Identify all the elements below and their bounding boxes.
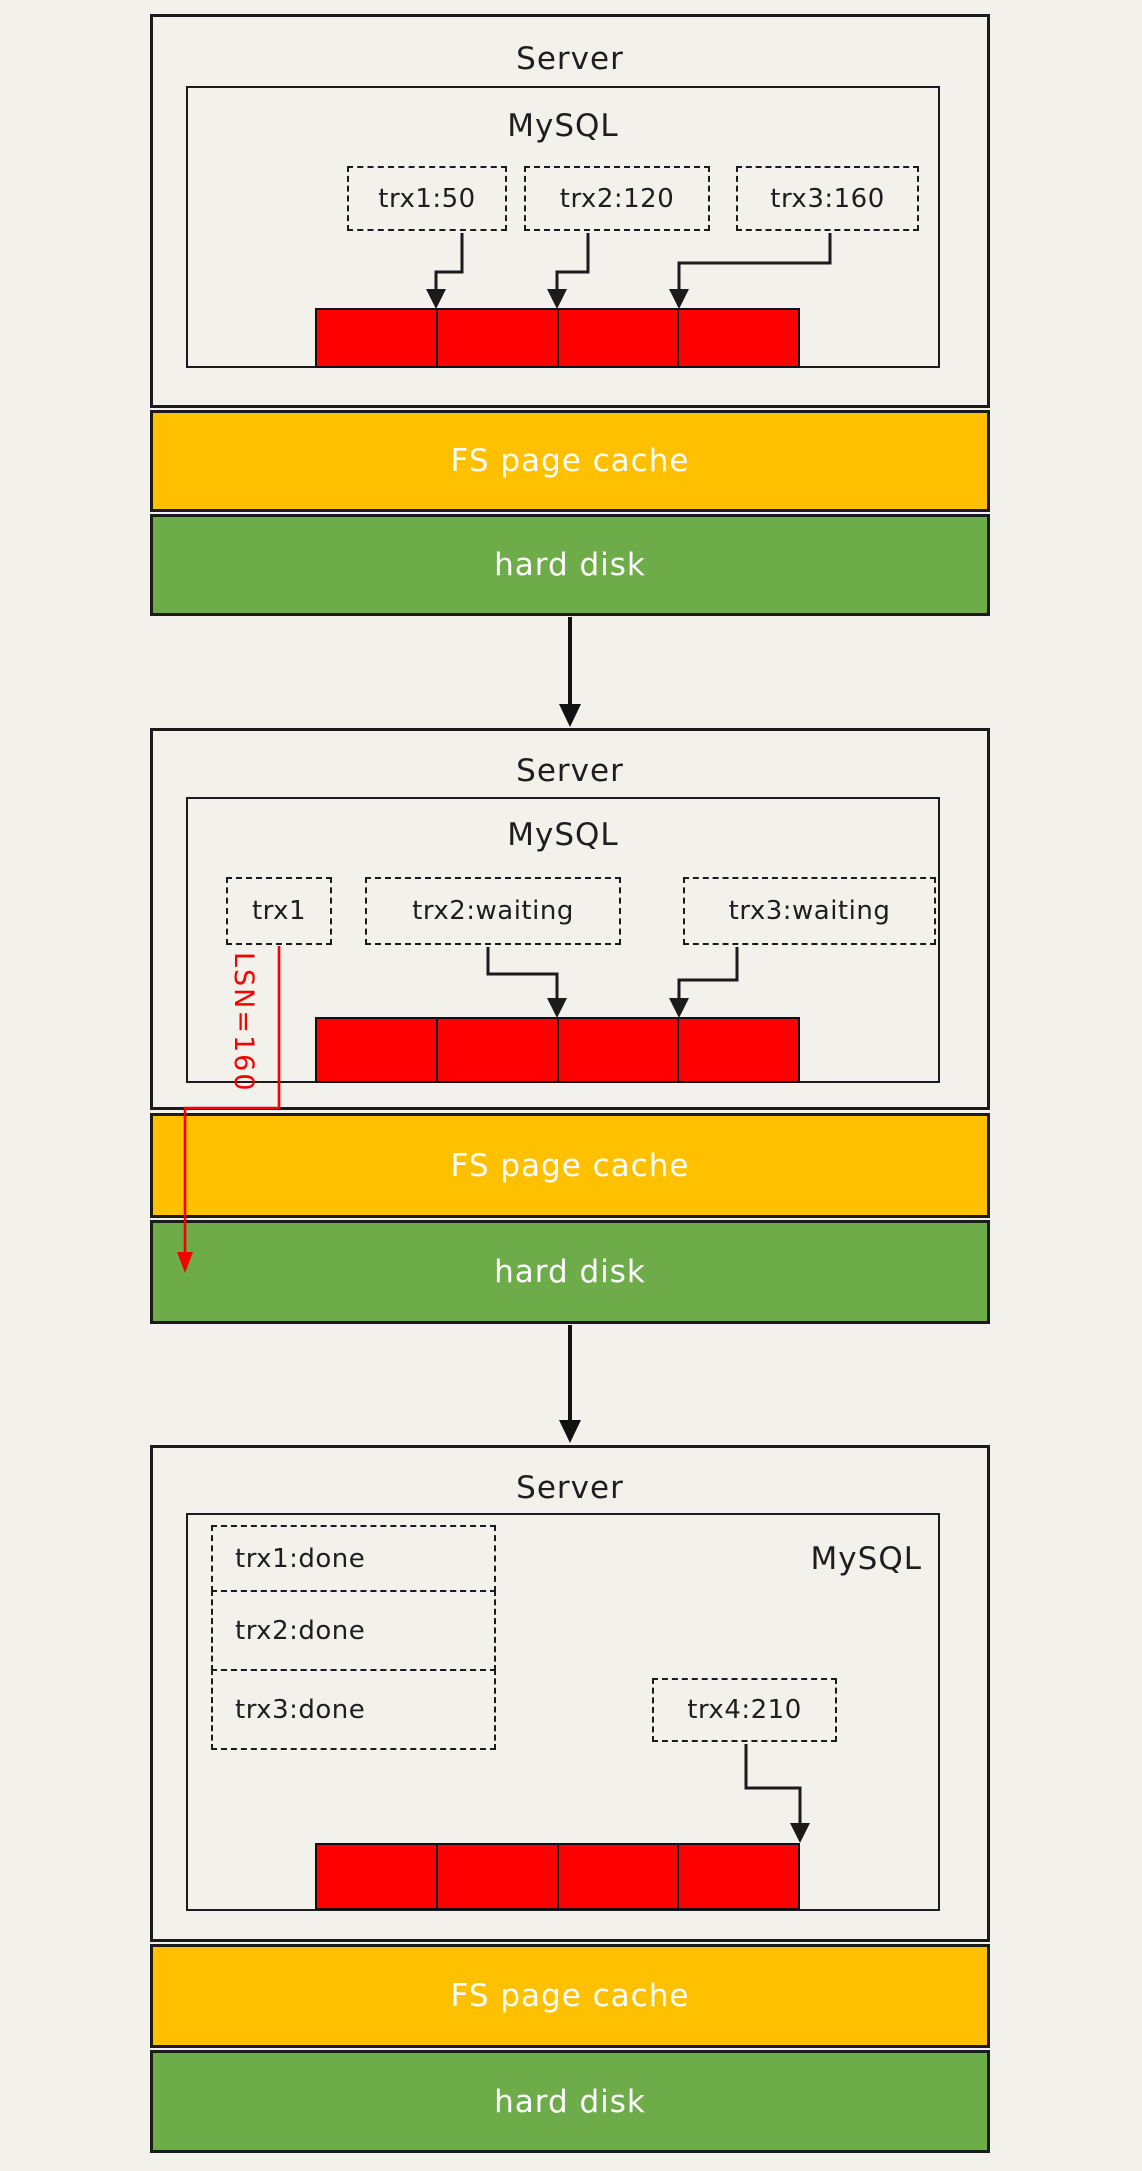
stage2-to-stage3-arrow <box>559 1325 581 1443</box>
trx2-label-stage2: trx2:waiting <box>412 896 574 926</box>
trx1-box-stage3: trx1:done <box>211 1525 496 1592</box>
log-buffer-segment <box>317 310 438 366</box>
trx3-label-stage2: trx3:waiting <box>728 896 891 926</box>
stage1-to-stage2-arrow <box>559 617 581 727</box>
trx3-box-stage2: trx3:waiting <box>683 877 936 945</box>
trx3-label-stage3: trx3:done <box>235 1694 366 1725</box>
log-buffer-segment <box>317 1019 438 1081</box>
server-title-stage3: Server <box>516 1470 624 1506</box>
trx1-label-stage2: trx1 <box>251 896 307 926</box>
hard-disk-stage1: hard disk <box>150 514 990 616</box>
server-box-stage2: Server <box>150 728 990 1110</box>
log-buffer-segment <box>679 310 798 366</box>
server-box-stage1: Server <box>150 14 990 408</box>
mysql-title-stage3: MySQL <box>810 1541 922 1577</box>
trx4-label-stage3: trx4:210 <box>687 1695 802 1725</box>
trx1-box-stage1: trx1:50 <box>347 166 507 231</box>
trx1-label-stage1: trx1:50 <box>378 183 476 214</box>
log-buffer-segment <box>438 310 559 366</box>
fs-page-cache-label-stage2: FS page cache <box>450 1147 690 1184</box>
fs-page-cache-stage1: FS page cache <box>150 410 990 512</box>
lsn-annotation: LSN=160 <box>228 952 259 1093</box>
hard-disk-stage2: hard disk <box>150 1220 990 1324</box>
log-buffer-segment <box>559 310 680 366</box>
fs-page-cache-stage3: FS page cache <box>150 1944 990 2048</box>
mysql-title-stage2: MySQL <box>507 817 619 853</box>
log-buffer-segment <box>679 1019 798 1081</box>
log-buffer-segment <box>438 1019 559 1081</box>
log-buffer-segment <box>559 1845 680 1908</box>
mysql-box-stage3: MySQL <box>186 1513 940 1911</box>
trx3-label-stage1: trx3:160 <box>770 183 885 214</box>
trx4-box-stage3: trx4:210 <box>652 1678 837 1742</box>
log-buffer-segment <box>679 1845 798 1908</box>
trx2-label-stage3: trx2:done <box>235 1615 366 1646</box>
log-buffer-segment <box>438 1845 559 1908</box>
trx2-label-stage1: trx2:120 <box>559 183 675 214</box>
log-buffer-stage3 <box>315 1843 800 1910</box>
trx3-box-stage1: trx3:160 <box>736 166 919 231</box>
fs-page-cache-label-stage3: FS page cache <box>450 1978 690 2014</box>
trx3-box-stage3: trx3:done <box>211 1669 496 1750</box>
server-title-stage1: Server <box>516 41 624 77</box>
log-buffer-stage1 <box>315 308 800 368</box>
trx2-box-stage3: trx2:done <box>211 1590 496 1671</box>
hard-disk-label-stage1: hard disk <box>494 547 646 583</box>
server-box-stage3: Server <box>150 1445 990 1942</box>
log-buffer-segment <box>559 1019 680 1081</box>
mysql-title-stage1: MySQL <box>507 108 619 144</box>
trx2-box-stage1: trx2:120 <box>524 166 710 231</box>
hard-disk-label-stage2: hard disk <box>494 1254 646 1290</box>
log-buffer-segment <box>317 1845 438 1908</box>
server-title-stage2: Server <box>516 753 624 789</box>
trx2-box-stage2: trx2:waiting <box>365 877 621 945</box>
trx1-box-stage2: trx1 <box>226 877 332 945</box>
hard-disk-label-stage3: hard disk <box>494 2083 646 2120</box>
fs-page-cache-label-stage1: FS page cache <box>450 443 690 479</box>
hard-disk-stage3: hard disk <box>150 2050 990 2153</box>
fs-page-cache-stage2: FS page cache <box>150 1113 990 1218</box>
log-buffer-stage2 <box>315 1017 800 1083</box>
trx1-label-stage3: trx1:done <box>235 1543 366 1574</box>
